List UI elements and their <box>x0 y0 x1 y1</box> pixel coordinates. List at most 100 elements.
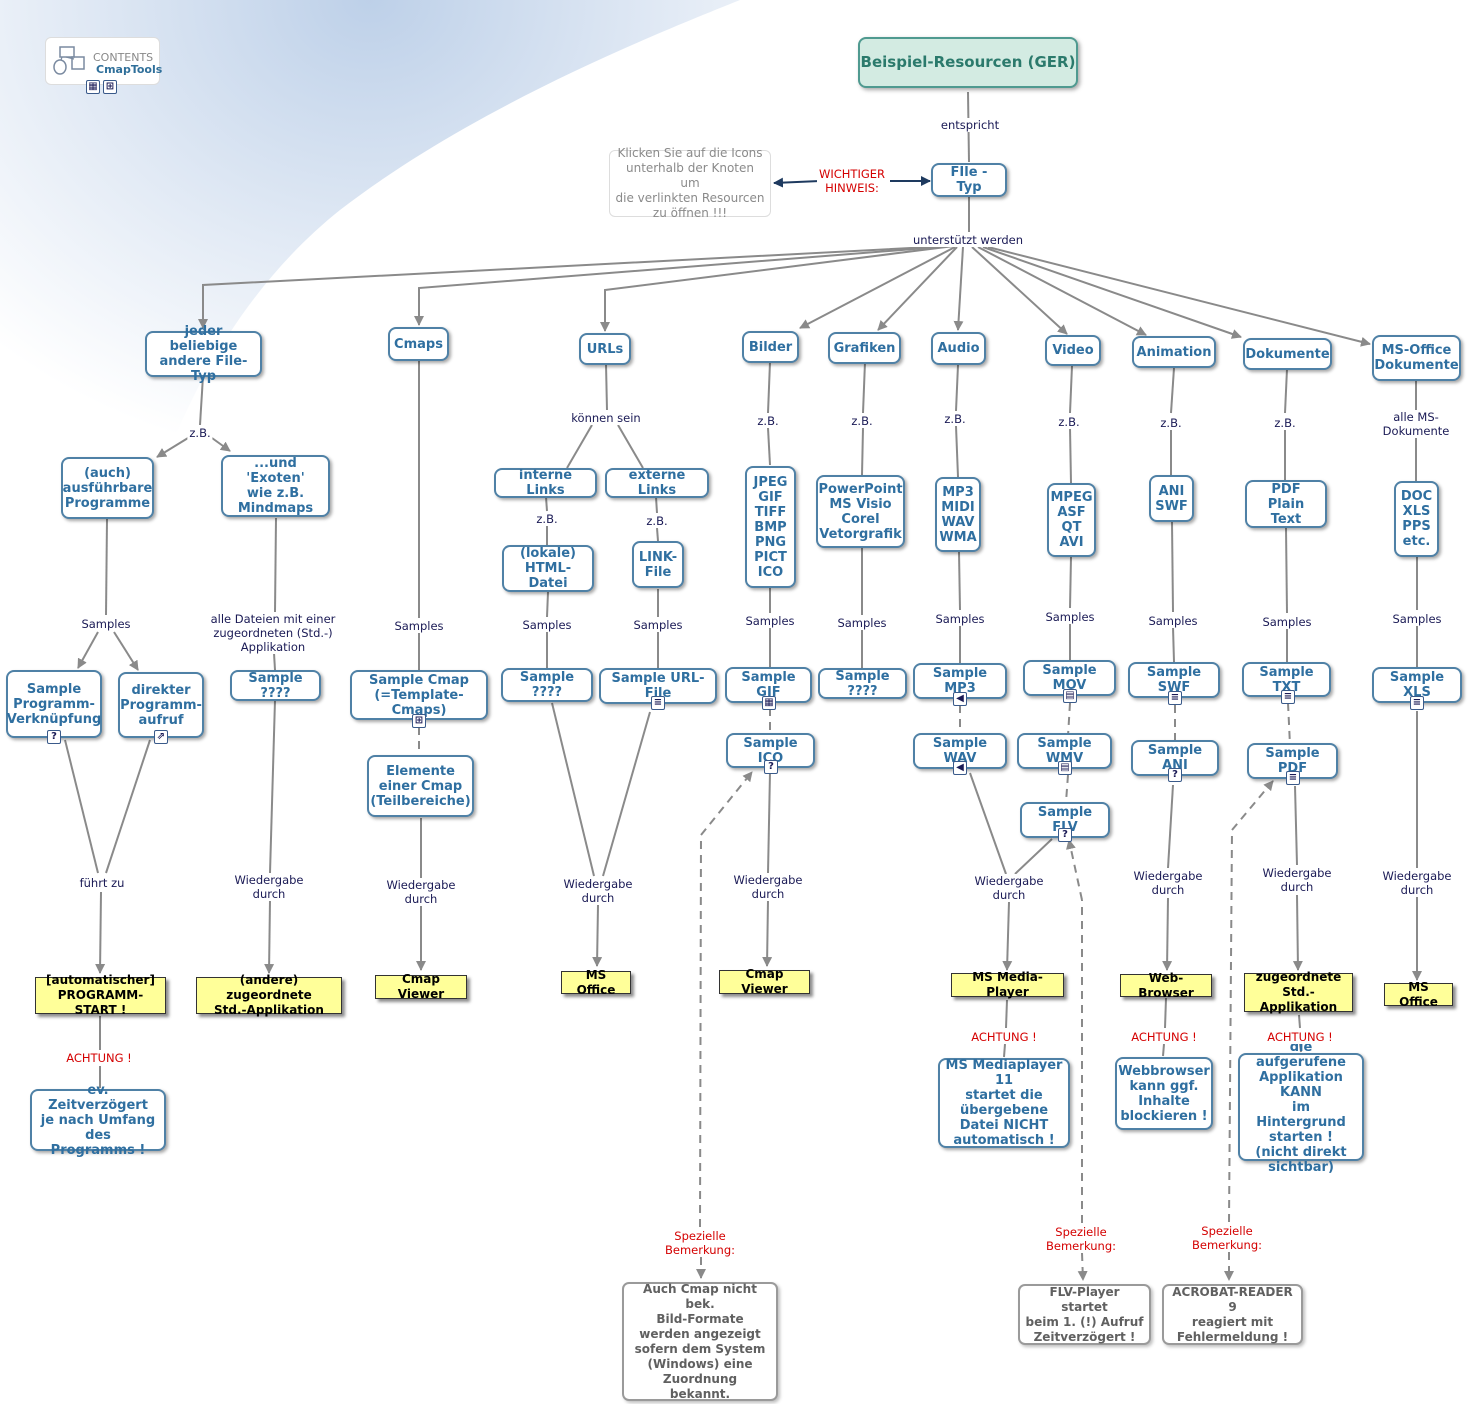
link-label-achtung: ACHTUNG ! <box>1265 1030 1335 1044</box>
link-label-zb: z.B. <box>187 426 213 440</box>
concept-videoformate: MPEG ASF QT AVI <box>1047 483 1096 557</box>
document-icon[interactable]: ≡ <box>651 696 665 710</box>
sound-icon[interactable]: ◀ <box>953 692 967 706</box>
link-label-achtung: ACHTUNG ! <box>969 1030 1039 1044</box>
concept-bildformate: JPEG GIF TIFF BMP PNG PICT ICO <box>745 466 796 588</box>
link-label-samples: Samples <box>933 612 987 626</box>
resource-cmap-viewer-2: Cmap Viewer <box>719 967 810 996</box>
link-label-spezielle-bemerkung: Spezielle Bemerkung: <box>1189 1224 1265 1252</box>
link-label-alle-dateien: alle Dateien mit einer zugeordneten (Std… <box>208 612 338 654</box>
link-label-wiedergabe-durch: Wiedergabe durch <box>731 873 805 901</box>
link-label-samples: Samples <box>835 616 889 630</box>
concept-lokale-html-datei: (lokale) HTML-Datei <box>502 545 594 592</box>
link-label-wichtiger-hinweis: WICHTIGER HINWEIS: <box>816 167 888 195</box>
image-icon[interactable]: ▦ <box>86 80 100 94</box>
link-label-samples: Samples <box>1043 610 1097 624</box>
link-label-achtung: ACHTUNG ! <box>64 1051 134 1065</box>
resource-zugeordnete-applikation: zugeordnete Std.-Applikation <box>1244 970 1353 1014</box>
note-flv-player: FLV-Player startet beim 1. (!) Aufruf Ze… <box>1018 1284 1151 1345</box>
note-webbrowser: Webbrowser kann ggf. Inhalte blockieren … <box>1115 1057 1213 1130</box>
sample-mov: Sample MOV <box>1023 660 1116 696</box>
link-label-wiedergabe-durch: Wiedergabe durch <box>232 873 306 901</box>
resource-ms-office-1: MS Office <box>561 968 631 997</box>
link-label-koennen-sein: können sein <box>569 411 643 425</box>
document-icon[interactable]: ≡ <box>1286 771 1300 785</box>
link-label-zb: z.B. <box>849 414 875 428</box>
link-label-achtung: ACHTUNG ! <box>1129 1030 1199 1044</box>
concept-interne-links: interne Links <box>494 468 597 498</box>
sample-direkter-programmaufruf: direkter Programm- aufruf <box>118 672 204 738</box>
unknown-file-icon[interactable]: ? <box>1058 828 1072 842</box>
concept-file-typ: FIle - Typ <box>931 163 1007 197</box>
link-label-zb: z.B. <box>942 412 968 426</box>
resource-programm-start: [automatischer] PROGRAMM-START ! <box>35 973 166 1017</box>
document-icon[interactable]: ≡ <box>1281 690 1295 704</box>
concept-audio: Audio <box>931 332 986 365</box>
unknown-file-icon[interactable]: ? <box>764 760 778 774</box>
concept-ausfuehrbare-programme: (auch) ausführbare Programme <box>61 457 154 519</box>
unknown-file-icon[interactable]: ? <box>1168 768 1182 782</box>
concept-exoten: ...und 'Exoten' wie z.B. Mindmaps <box>221 455 330 517</box>
link-label-wiedergabe-durch: Wiedergabe durch <box>1260 866 1334 894</box>
image-icon[interactable]: ▦ <box>762 696 776 710</box>
cmaptools-logo-art <box>53 46 85 75</box>
resource-cmap-viewer-1: Cmap Viewer <box>375 972 467 1001</box>
concept-audioformate: MP3 MIDI WAV WMA <box>935 477 981 552</box>
link-label-zb: z.B. <box>755 414 781 428</box>
document-icon[interactable]: ≡ <box>1168 691 1182 705</box>
resource-andere-applikation: (andere) zugeordnete Std.-Applikation <box>196 973 342 1017</box>
concept-grafiken: Grafiken <box>828 332 901 364</box>
run-program-icon[interactable]: ⇗ <box>154 730 168 744</box>
concept-externe-links: externe Links <box>605 468 709 498</box>
concept-animation: Animation <box>1132 336 1216 368</box>
sample-exoten: Sample ???? <box>230 670 321 701</box>
link-label-samples: Samples <box>1390 612 1444 626</box>
note-zeitverzoegert: ev. Zeitverzögert je nach Umfang des Pro… <box>30 1083 166 1158</box>
sample-html: Sample ???? <box>501 668 593 702</box>
resource-media-player: MS Media-Player <box>951 970 1064 999</box>
concept-bilder: Bilder <box>742 331 799 363</box>
link-label-wiedergabe-durch: Wiedergabe durch <box>972 874 1046 902</box>
concept-dokformate: PDF Plain Text <box>1245 480 1327 528</box>
link-label-zb: z.B. <box>1056 415 1082 429</box>
link-label-samples: Samples <box>1260 615 1314 629</box>
link-label-zb: z.B. <box>1272 416 1298 430</box>
concept-cmaps: Cmaps <box>388 327 449 361</box>
submap-icon[interactable]: ⊞ <box>412 714 426 728</box>
movie-icon[interactable]: ▤ <box>1063 689 1077 703</box>
sound-icon[interactable]: ◀ <box>953 761 967 775</box>
concept-ms-office-dokumente: MS-Office Dokumente <box>1372 335 1461 381</box>
concept-dokumente: Dokumente <box>1243 338 1332 370</box>
link-label-spezielle-bemerkung: Spezielle Bemerkung: <box>1043 1225 1119 1253</box>
unknown-file-icon[interactable]: ? <box>47 730 61 744</box>
note-acrobat-reader: ACROBAT-READER 9 reagiert mit Fehlermeld… <box>1162 1284 1303 1345</box>
cmaptools-logo: CONTENTS CmapTools <box>45 37 163 85</box>
hint-note: Klicken Sie auf die Icons unterhalb der … <box>609 146 771 220</box>
sample-cmap: Sample Cmap (=Template-Cmaps) <box>350 670 488 720</box>
link-label-wiedergabe-durch: Wiedergabe durch <box>561 877 635 905</box>
concept-elemente-einer-cmap: Elemente einer Cmap (Teilbereiche) <box>367 755 474 817</box>
link-label-samples: Samples <box>520 618 574 632</box>
link-label-zb: z.B. <box>644 514 670 528</box>
link-label-samples: Samples <box>79 617 133 631</box>
link-label-samples: Samples <box>1146 614 1200 628</box>
link-label-unterstuetzt-werden: unterstützt werden <box>910 233 1026 247</box>
submap-icon[interactable]: ⊞ <box>103 80 117 94</box>
note-aufgerufene-applikation: die aufgerufene Applikation KANN im Hint… <box>1238 1040 1364 1175</box>
movie-icon[interactable]: ▤ <box>1058 761 1072 775</box>
document-icon[interactable]: ≡ <box>1410 696 1424 710</box>
logo-contents-text: CONTENTS <box>93 51 154 64</box>
link-label-wiedergabe-durch: Wiedergabe durch <box>1131 869 1205 897</box>
link-label-wiedergabe-durch: Wiedergabe durch <box>1380 869 1454 897</box>
concept-grafikformate: PowerPoint MS Visio Corel Vetorgrafik <box>816 475 905 548</box>
concept-video: Video <box>1045 335 1101 366</box>
link-label-spezielle-bemerkung: Spezielle Bemerkung: <box>662 1229 738 1257</box>
root-concept: Beispiel-Resourcen (GER) <box>858 37 1078 88</box>
link-label-zb: z.B. <box>534 512 560 526</box>
logo-cmaptools-text: CmapTools <box>96 63 163 76</box>
link-label-wiedergabe-durch: Wiedergabe durch <box>384 878 458 906</box>
note-mediaplayer: MS Mediaplayer 11 startet die übergebene… <box>938 1058 1070 1148</box>
link-label-samples: Samples <box>743 614 797 628</box>
